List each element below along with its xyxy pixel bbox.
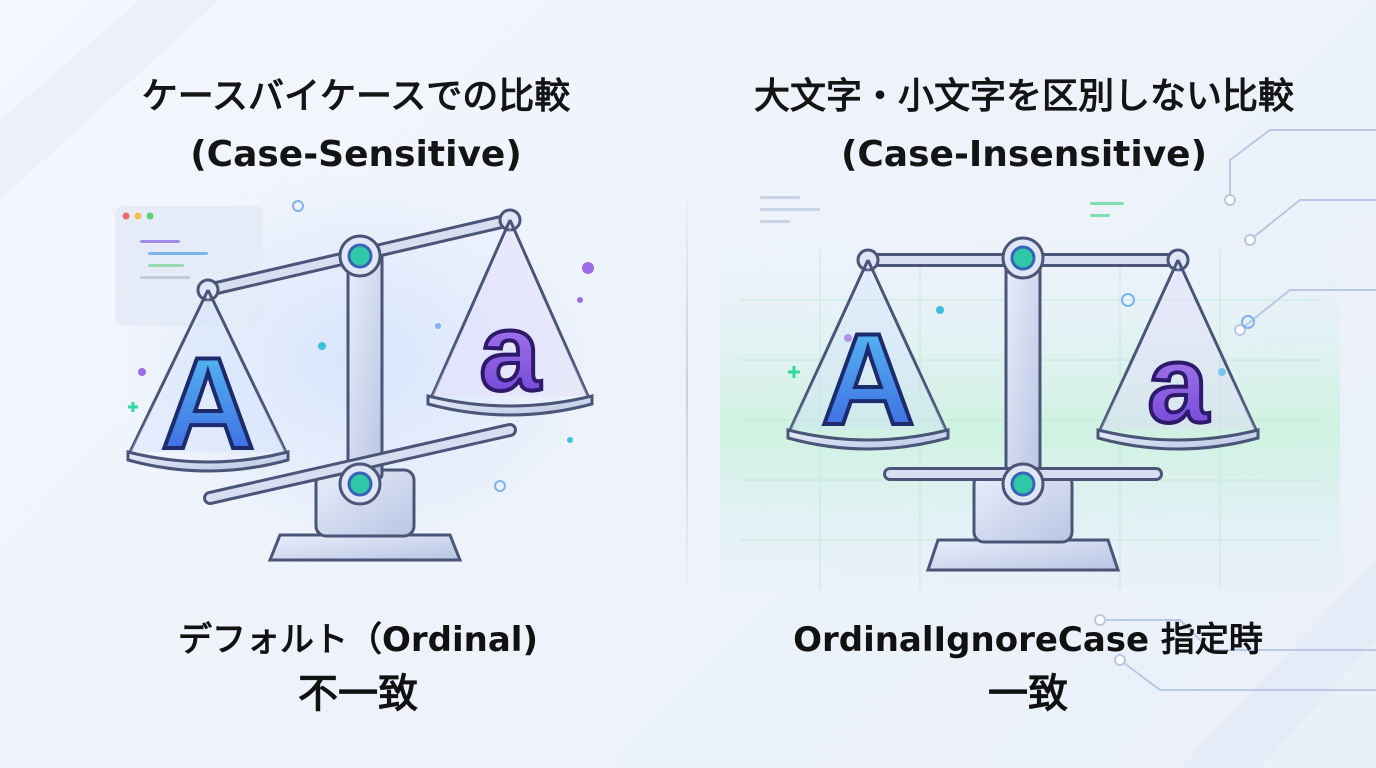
code-lines-illustration [760,196,1124,223]
right-title-jp: 大文字・小文字を区別しない比較 [753,76,1294,117]
right-pan-lower-letter: a [479,291,541,414]
left-title: ケースバイケースでの比較 (Case-Sensitive) [12,68,700,184]
right-caption: OrdinalIgnoreCase 指定時 一致 [684,614,1372,722]
left-pan-upper-letter: A [161,330,255,476]
unbalanced-scale-illustration: A a [126,208,594,562]
left-result-label: 不一致 [298,671,418,717]
code-window-illustration [115,206,263,326]
circuit-traces [1100,129,1376,691]
panel-divider [686,180,688,600]
right-title: 大文字・小文字を区別しない比較 (Case-Insensitive) [680,68,1368,184]
sparkle-dots [128,200,1255,492]
left-caption: デフォルト（Ordinal) 不一致 [14,614,702,722]
right-result-label: 一致 [988,671,1068,717]
right-condition-label: OrdinalIgnoreCase 指定時 [793,620,1263,660]
right-pan-lower-letter: a [1147,323,1209,446]
balanced-scale-illustration: A a [786,236,1260,572]
right-title-en: (Case-Insensitive) [840,134,1208,175]
left-condition-label: デフォルト（Ordinal) [177,620,538,660]
left-pan-upper-letter: A [821,306,915,452]
left-title-jp: ケースバイケースでの比較 [141,76,571,117]
left-title-en: (Case-Sensitive) [190,134,522,175]
